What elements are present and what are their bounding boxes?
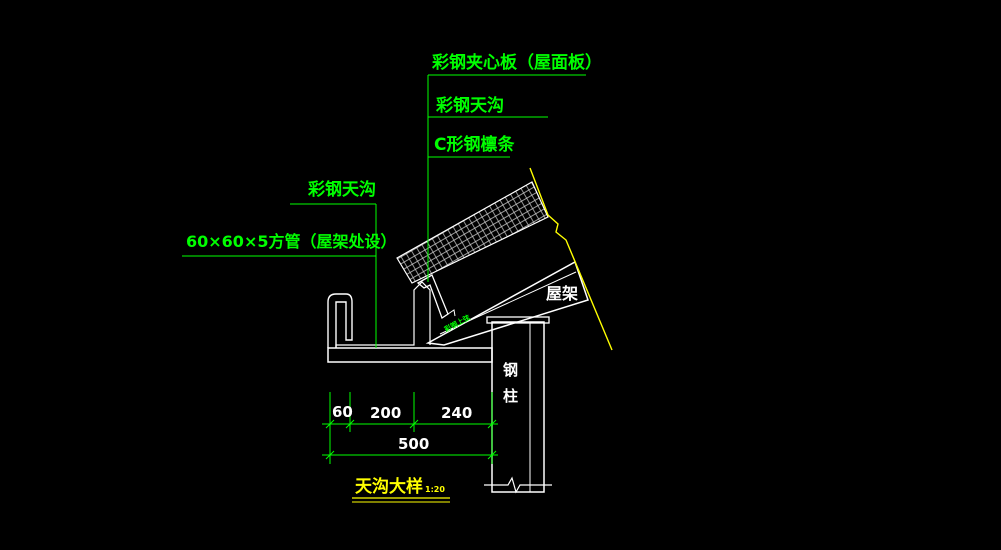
roof-truss-inner-line [439,271,577,335]
label-steel-column-2: 柱 [503,387,518,405]
purlin-clip [447,309,456,317]
label-purlin: C形钢檩条 [434,134,515,155]
label-sandwich-panel: 彩钢夹心板（屋面板） [431,52,602,73]
gutter-left-wall [327,293,353,348]
dim-240: 240 [441,404,472,422]
dimension-lines [322,392,498,464]
drawing-scale: 1:20 [425,485,445,494]
dim-500: 500 [398,435,429,453]
drawing-title: 天沟大样 [355,476,423,497]
dim-60: 60 [332,403,353,421]
sandwich-panel [396,181,549,284]
label-gutter-left: 彩钢天沟 [307,179,376,200]
column-cap-plate [486,316,550,324]
label-steel-column-1: 钢 [503,361,518,379]
steel-column [491,321,545,493]
label-square-tube: 60×60×5方管（屋架处设） [186,232,396,251]
roof-truss [425,260,589,346]
label-roof-truss: 屋架 [546,284,578,303]
c-purlin [416,274,449,319]
roof-break-line [529,167,613,351]
gutter-inner-profile [335,281,431,348]
column-break-line [484,476,552,494]
label-gutter-right: 彩钢天沟 [435,95,504,116]
gutter-base [327,347,493,363]
dim-200: 200 [370,404,401,422]
